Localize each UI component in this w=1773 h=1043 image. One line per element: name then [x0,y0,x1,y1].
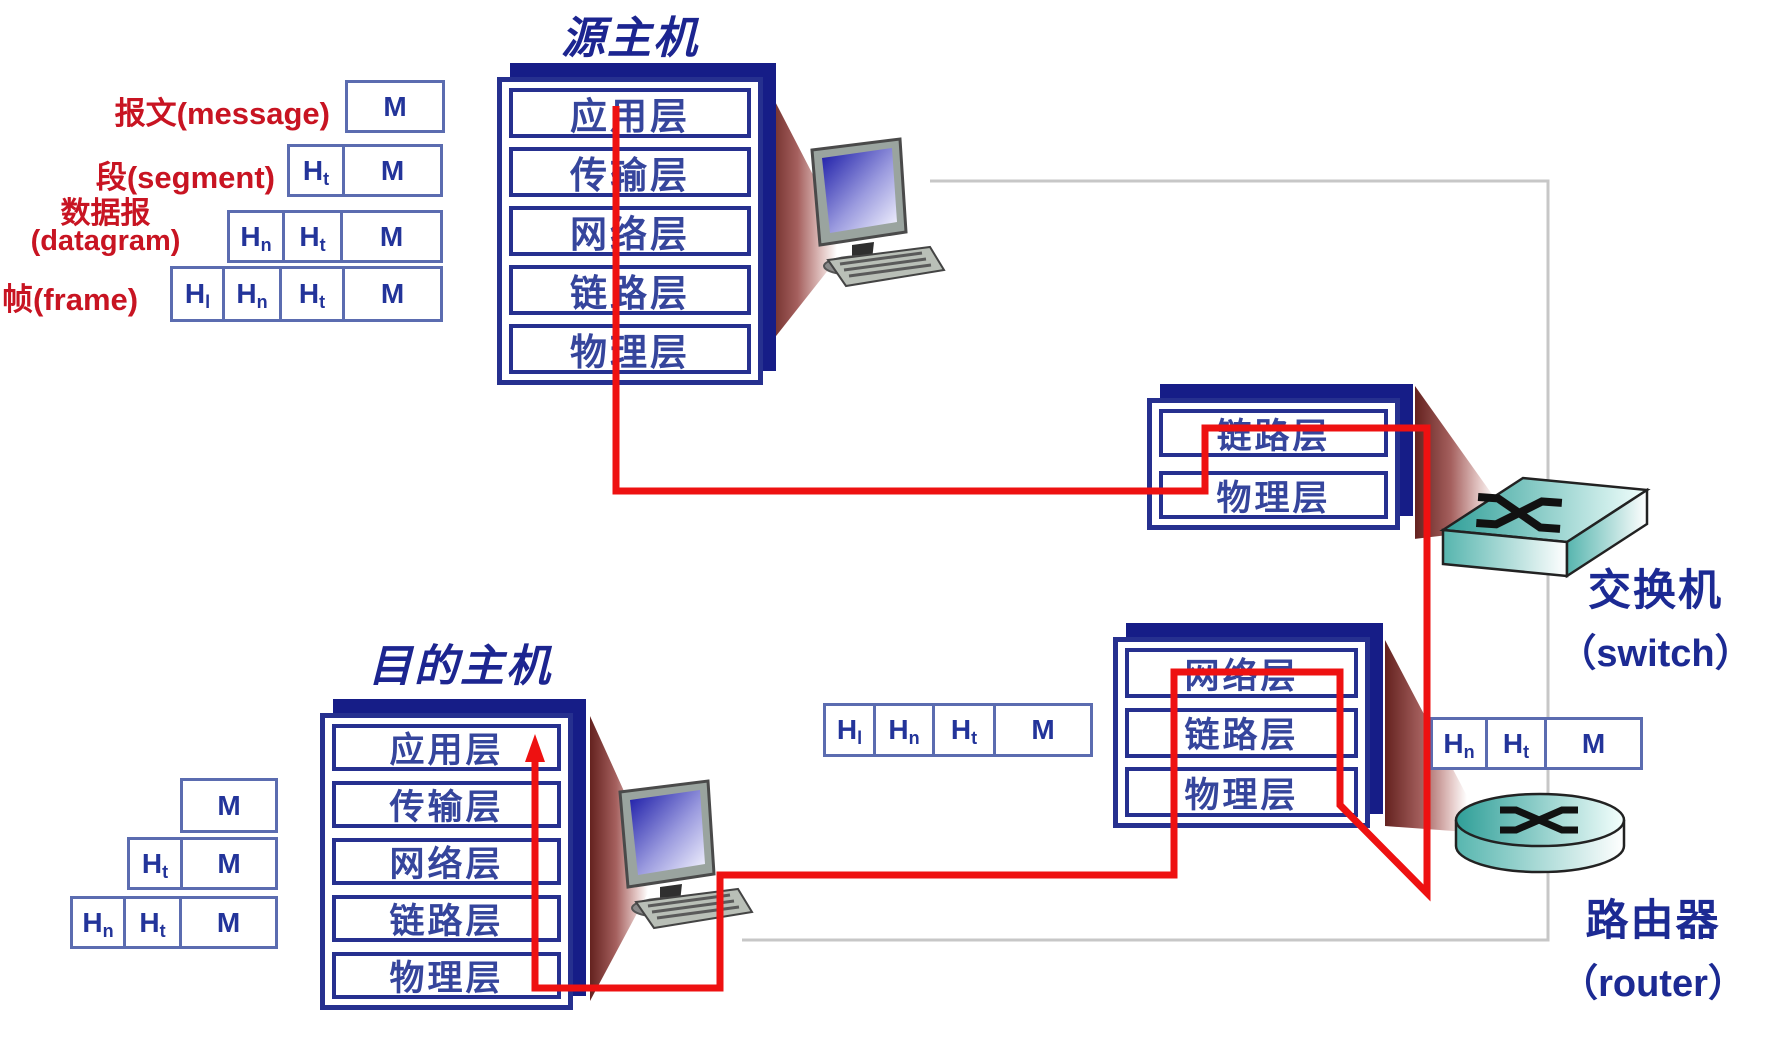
layer-row: 链路层 [332,895,561,942]
layer-row: 链路层 [1125,707,1358,758]
router-label-en: （router） [1560,963,1746,1005]
source-host-stack: 应用层传输层网络层链路层物理层 [497,63,776,385]
switch-label-en: （switch） [1558,633,1753,675]
packet-cell: M [342,144,443,197]
dest-host-title: 目的主机 [368,642,552,691]
legend-message-box: M [345,80,445,133]
switch-label-cn: 交换机 [1588,567,1723,615]
layer-row: 物理层 [1159,471,1388,519]
router-stack: 网络层链路层物理层 [1113,623,1383,828]
layer-row: 网络层 [332,838,561,885]
layer-row: 应用层 [332,724,561,771]
switch-layers: 链路层物理层 [1147,398,1400,530]
packet-cell: M [340,210,443,263]
layer-row: 网络层 [509,206,751,256]
packet-cell: M [345,80,445,133]
router-layers: 网络层链路层物理层 [1113,637,1370,828]
legend-datagram-label: 数据报 (datagram) [8,198,203,257]
switch-label: 交换机 （switch） [1538,556,1773,677]
layer-row: 物理层 [509,324,751,374]
source-host-title: 源主机 [561,14,699,63]
layer-row: 链路层 [1159,409,1388,457]
packet-cell: M [342,266,443,322]
router-icon [1454,792,1626,874]
legend-message-label: 报文(message) [114,96,330,131]
source-host-layers: 应用层传输层网络层链路层物理层 [497,77,763,385]
switch-stack: 链路层物理层 [1147,384,1413,530]
router-label: 路由器 （router） [1533,886,1773,1007]
layer-row: 物理层 [332,952,561,999]
packet-cell: M [179,896,278,949]
dest-host-stack: 应用层传输层网络层链路层物理层 [320,699,586,1010]
dest-computer-icon [618,779,754,930]
legend-datagram-cn: 数据报 [60,197,151,230]
packet-cell: M [180,778,278,833]
legend-frame-label: 帧(frame) [2,282,139,317]
packet-cell: M [180,837,278,890]
source-computer-icon [810,137,946,288]
router-label-cn: 路由器 [1585,897,1721,945]
dest-message-box: M [180,778,278,833]
legend-datagram-en: (datagram) [30,225,181,257]
dest-host-layers: 应用层传输层网络层链路层物理层 [320,713,573,1010]
legend-segment-label: 段(segment) [95,160,275,195]
layer-row: 网络层 [1125,648,1358,698]
layer-row: 链路层 [509,265,751,315]
layer-row: 应用层 [509,88,751,138]
layer-row: 物理层 [1125,767,1358,817]
packet-cell: M [993,703,1093,757]
layer-row: 传输层 [332,781,561,828]
layer-row: 传输层 [509,147,751,197]
packet-cell: M [1544,717,1643,770]
